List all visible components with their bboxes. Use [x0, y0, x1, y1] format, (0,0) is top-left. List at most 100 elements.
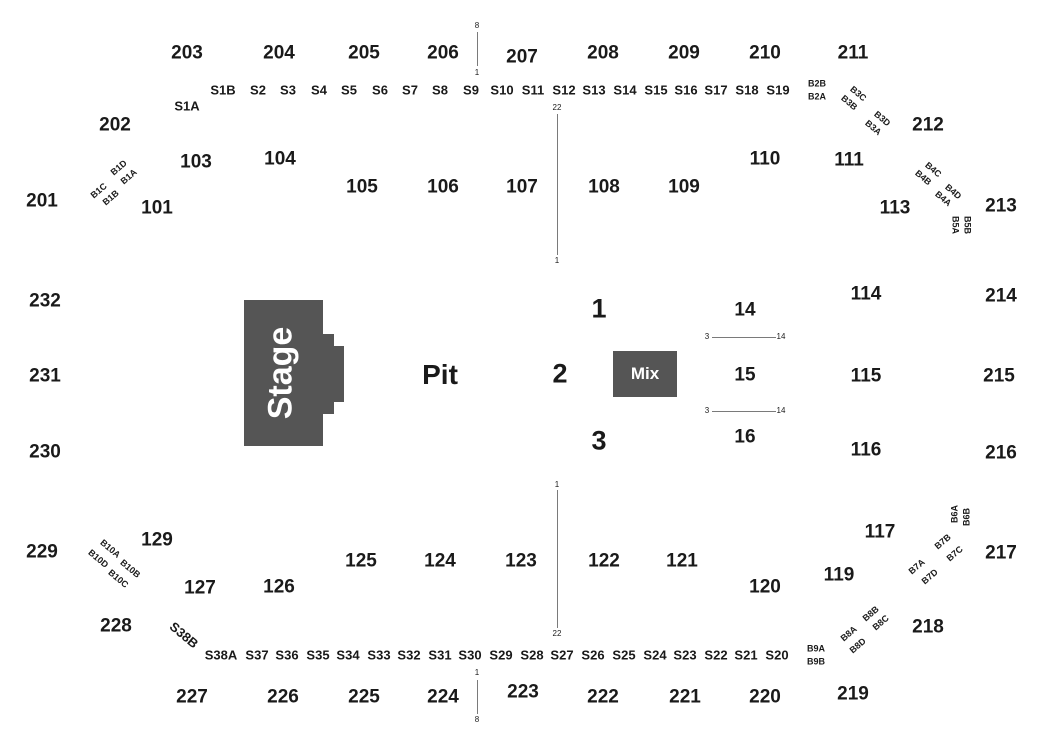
section-210[interactable]: 210: [749, 42, 781, 64]
suite-S18[interactable]: S18: [735, 82, 759, 98]
section-227[interactable]: 227: [176, 686, 208, 708]
suite-S28[interactable]: S28: [520, 647, 544, 663]
section-230[interactable]: 230: [29, 441, 61, 463]
suite-S9[interactable]: S9: [463, 82, 479, 98]
suite-S17[interactable]: S17: [704, 82, 728, 98]
pit-section[interactable]: Pit: [422, 359, 458, 390]
floor-section-14[interactable]: 14: [734, 299, 756, 321]
suite-S3[interactable]: S3: [280, 82, 296, 98]
suite-S16[interactable]: S16: [674, 82, 698, 98]
box-B5A[interactable]: B5A: [950, 215, 961, 235]
floor-section-2[interactable]: 2: [552, 358, 568, 389]
section-205[interactable]: 205: [348, 42, 380, 64]
section-224[interactable]: 224: [427, 686, 459, 708]
suite-S26[interactable]: S26: [581, 647, 605, 663]
section-218[interactable]: 218: [912, 616, 944, 638]
floor-section-16[interactable]: 16: [734, 426, 756, 448]
suite-S33[interactable]: S33: [367, 647, 391, 663]
section-101[interactable]: 101: [141, 197, 173, 219]
section-119[interactable]: 119: [823, 564, 855, 586]
suite-S6[interactable]: S6: [372, 82, 388, 98]
suite-S4[interactable]: S4: [311, 82, 327, 98]
section-122[interactable]: 122: [588, 550, 620, 572]
suite-S22[interactable]: S22: [704, 647, 728, 663]
section-124[interactable]: 124: [424, 550, 456, 572]
section-115[interactable]: 115: [850, 365, 882, 387]
floor-section-3[interactable]: 3: [591, 425, 607, 456]
section-223[interactable]: 223: [507, 681, 539, 703]
section-222[interactable]: 222: [587, 686, 619, 708]
suite-S29[interactable]: S29: [489, 647, 513, 663]
section-231[interactable]: 231: [29, 365, 61, 387]
section-129[interactable]: 129: [141, 529, 173, 551]
suite-S35[interactable]: S35: [306, 647, 330, 663]
suite-S7[interactable]: S7: [402, 82, 418, 98]
floor-section-1[interactable]: 1: [591, 293, 607, 324]
section-212[interactable]: 212: [912, 114, 944, 136]
section-125[interactable]: 125: [345, 550, 377, 572]
section-217[interactable]: 217: [985, 542, 1017, 564]
section-226[interactable]: 226: [267, 686, 299, 708]
suite-S34[interactable]: S34: [336, 647, 360, 663]
suite-S30[interactable]: S30: [458, 647, 482, 663]
section-207[interactable]: 207: [506, 46, 538, 68]
suite-S24[interactable]: S24: [643, 647, 667, 663]
section-123[interactable]: 123: [505, 550, 537, 572]
section-103[interactable]: 103: [180, 151, 212, 173]
suite-S1B[interactable]: S1B: [210, 82, 236, 98]
section-209[interactable]: 209: [668, 42, 700, 64]
suite-S12[interactable]: S12: [552, 82, 576, 98]
section-203[interactable]: 203: [171, 42, 203, 64]
box-B5B[interactable]: B5B: [962, 215, 973, 235]
section-106[interactable]: 106: [427, 176, 459, 198]
section-204[interactable]: 204: [263, 42, 295, 64]
section-120[interactable]: 120: [749, 576, 781, 598]
section-221[interactable]: 221: [669, 686, 701, 708]
section-229[interactable]: 229: [26, 541, 58, 563]
box-B2B[interactable]: B2B: [807, 78, 827, 89]
section-126[interactable]: 126: [263, 576, 295, 598]
suite-S2[interactable]: S2: [250, 82, 266, 98]
suite-S20[interactable]: S20: [765, 647, 789, 663]
section-208[interactable]: 208: [587, 42, 619, 64]
box-B6B[interactable]: B6B: [961, 507, 972, 527]
suite-S25[interactable]: S25: [612, 647, 636, 663]
section-117[interactable]: 117: [864, 521, 896, 543]
suite-S37[interactable]: S37: [245, 647, 269, 663]
suite-S19[interactable]: S19: [766, 82, 790, 98]
section-114[interactable]: 114: [850, 283, 882, 305]
suite-S27[interactable]: S27: [550, 647, 574, 663]
suite-S1A[interactable]: S1A: [174, 98, 200, 114]
suite-S23[interactable]: S23: [673, 647, 697, 663]
suite-S15[interactable]: S15: [644, 82, 668, 98]
box-B6A[interactable]: B6A: [949, 504, 960, 524]
suite-S21[interactable]: S21: [734, 647, 758, 663]
box-B9B[interactable]: B9B: [806, 656, 826, 667]
section-213[interactable]: 213: [985, 195, 1017, 217]
suite-S5[interactable]: S5: [341, 82, 357, 98]
suite-S11[interactable]: S11: [521, 82, 545, 98]
suite-S8[interactable]: S8: [432, 82, 448, 98]
section-215[interactable]: 215: [983, 365, 1015, 387]
suite-S38A[interactable]: S38A: [204, 647, 238, 663]
box-B9A[interactable]: B9A: [806, 643, 826, 654]
section-113[interactable]: 113: [879, 197, 911, 219]
section-225[interactable]: 225: [348, 686, 380, 708]
box-B2A[interactable]: B2A: [807, 91, 827, 102]
floor-section-15[interactable]: 15: [734, 364, 756, 386]
section-110[interactable]: 110: [749, 148, 781, 170]
section-109[interactable]: 109: [668, 176, 700, 198]
section-116[interactable]: 116: [850, 439, 882, 461]
suite-S36[interactable]: S36: [275, 647, 299, 663]
section-211[interactable]: 211: [837, 42, 869, 64]
section-105[interactable]: 105: [346, 176, 378, 198]
section-202[interactable]: 202: [99, 114, 131, 136]
section-104[interactable]: 104: [264, 148, 296, 170]
section-219[interactable]: 219: [837, 683, 869, 705]
section-111[interactable]: 111: [834, 149, 864, 171]
section-107[interactable]: 107: [506, 176, 538, 198]
suite-S10[interactable]: S10: [490, 82, 514, 98]
suite-S32[interactable]: S32: [397, 647, 421, 663]
suite-S31[interactable]: S31: [428, 647, 452, 663]
section-206[interactable]: 206: [427, 42, 459, 64]
